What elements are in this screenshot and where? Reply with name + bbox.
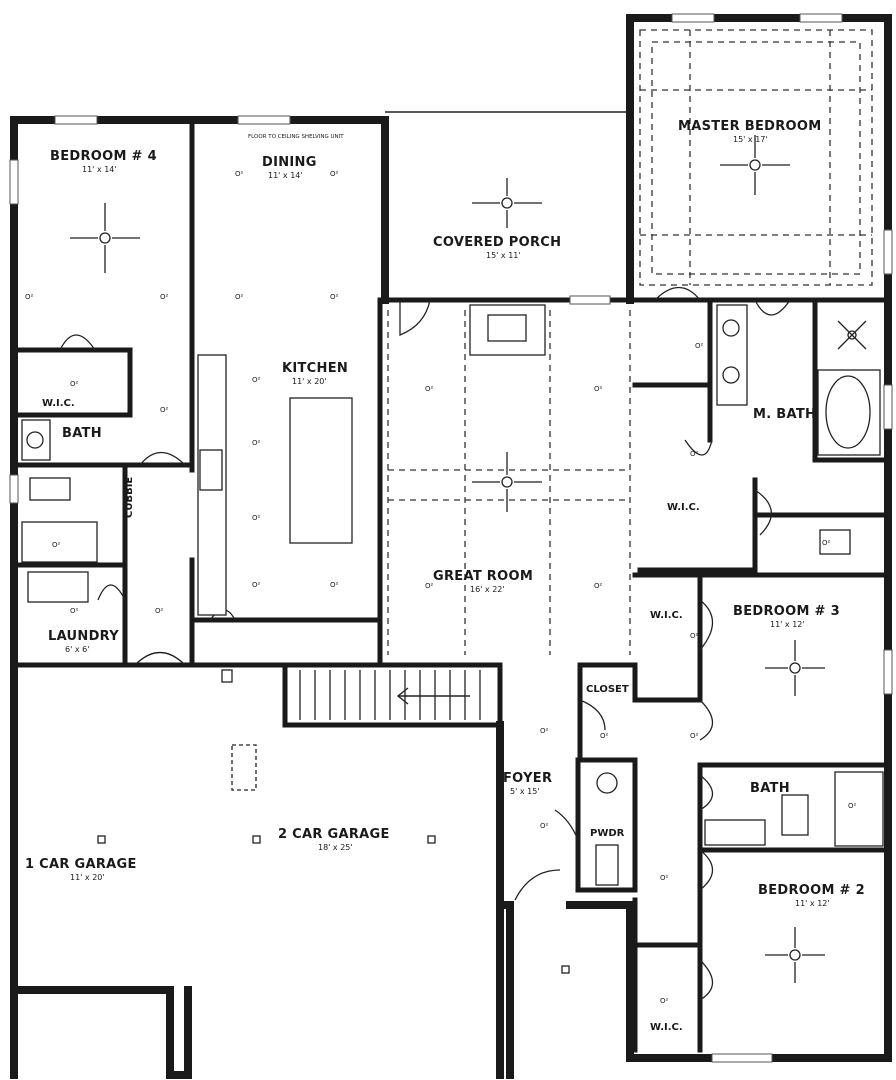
svg-text:O²: O² xyxy=(690,632,699,640)
label-great-room: GREAT ROOM xyxy=(433,569,533,584)
svg-text:O²: O² xyxy=(235,293,244,301)
svg-text:O²: O² xyxy=(660,874,669,882)
label-bedroom2: BEDROOM # 2 xyxy=(758,883,865,898)
label-cubbie: CUBBIE xyxy=(124,477,135,518)
svg-text:O²: O² xyxy=(822,539,831,547)
tub-right xyxy=(834,771,884,847)
svg-text:O²: O² xyxy=(160,406,169,414)
dims-bedroom2: 11' x 12' xyxy=(795,899,830,908)
svg-text:O²: O² xyxy=(690,450,699,458)
garage-details xyxy=(97,669,570,974)
svg-text:O²: O² xyxy=(252,376,261,384)
note-dining-shelving: FLOOR TO CEILING SHELVING UNIT xyxy=(248,134,344,140)
label-covered-porch: COVERED PORCH xyxy=(433,235,561,250)
label-kitchen: KITCHEN xyxy=(282,361,348,376)
label-wic-master: W.I.C. xyxy=(667,502,700,513)
svg-text:O²: O² xyxy=(252,581,261,589)
svg-text:O²: O² xyxy=(600,732,609,740)
svg-text:O²: O² xyxy=(330,293,339,301)
fan-icon-porch xyxy=(472,178,542,228)
fan-icon-master-bath xyxy=(837,320,867,350)
label-closet: CLOSET xyxy=(586,684,629,695)
windows xyxy=(9,13,893,1063)
dims-dining: 11' x 14' xyxy=(268,171,303,180)
stairs xyxy=(299,670,481,720)
svg-text:O²: O² xyxy=(70,380,79,388)
fan-icon-bedroom4 xyxy=(70,203,140,273)
label-wic-left: W.I.C. xyxy=(42,398,75,409)
light-markers: O² O² O² O² O² O² O² O² O² O² O² O² O² O… xyxy=(25,170,857,1005)
label-master-bedroom: MASTER BEDROOM xyxy=(678,119,821,134)
svg-text:O²: O² xyxy=(155,607,164,615)
label-foyer: FOYER xyxy=(503,771,552,786)
room-labels: BEDROOM # 4 11' x 14' FLOOR TO CEILING S… xyxy=(25,119,865,1033)
svg-text:O²: O² xyxy=(330,581,339,589)
label-bath-right: BATH xyxy=(750,781,790,796)
dims-great-room: 16' x 22' xyxy=(470,585,505,594)
kitchen-island xyxy=(289,397,353,544)
label-one-car-garage: 1 CAR GARAGE xyxy=(25,857,137,872)
ceiling-fan-icons xyxy=(70,135,867,983)
svg-text:O²: O² xyxy=(160,293,169,301)
svg-text:O²: O² xyxy=(70,607,79,615)
svg-text:O²: O² xyxy=(252,439,261,447)
label-two-car-garage: 2 CAR GARAGE xyxy=(278,827,390,842)
svg-text:O²: O² xyxy=(330,170,339,178)
fan-icon-master xyxy=(720,135,790,195)
svg-text:O²: O² xyxy=(252,514,261,522)
svg-text:O²: O² xyxy=(690,732,699,740)
svg-text:O²: O² xyxy=(848,802,857,810)
label-bath-left: BATH xyxy=(62,426,102,441)
bathtub-icon xyxy=(825,375,871,449)
dims-two-car-garage: 18' x 25' xyxy=(318,843,353,852)
doors xyxy=(59,286,791,1001)
svg-text:O²: O² xyxy=(660,997,669,1005)
label-wic-bed2: W.I.C. xyxy=(650,1022,683,1033)
label-pwdr: PWDR xyxy=(590,828,625,839)
label-bedroom4: BEDROOM # 4 xyxy=(50,149,157,164)
fan-icon-bedroom3 xyxy=(765,640,825,696)
svg-text:O²: O² xyxy=(425,385,434,393)
svg-text:O²: O² xyxy=(540,727,549,735)
master-ceiling-lines xyxy=(639,29,873,286)
svg-text:O²: O² xyxy=(235,170,244,178)
svg-text:O²: O² xyxy=(695,342,704,350)
fan-icon-great-room xyxy=(472,452,542,512)
label-laundry: LAUNDRY xyxy=(48,629,119,644)
svg-text:O²: O² xyxy=(25,293,34,301)
interior-walls xyxy=(11,117,891,1053)
svg-text:O²: O² xyxy=(52,541,61,549)
fixtures xyxy=(21,304,884,886)
great-room-ceiling-lines xyxy=(387,310,631,655)
svg-text:O²: O² xyxy=(540,822,549,830)
dims-covered-porch: 15' x 11' xyxy=(486,251,521,260)
fan-icon-bedroom2 xyxy=(765,927,825,983)
svg-text:O²: O² xyxy=(594,582,603,590)
svg-text:O²: O² xyxy=(594,385,603,393)
label-wic-bed3: W.I.C. xyxy=(650,610,683,621)
dims-bedroom4: 11' x 14' xyxy=(82,165,117,174)
label-m-bath: M. BATH xyxy=(753,407,816,422)
dims-foyer: 5' x 15' xyxy=(510,787,540,796)
dims-one-car-garage: 11' x 20' xyxy=(70,873,105,882)
dims-bedroom3: 11' x 12' xyxy=(770,620,805,629)
label-bedroom3: BEDROOM # 3 xyxy=(733,604,840,619)
dims-laundry: 6' x 6' xyxy=(65,645,89,654)
dims-master-bedroom: 15' x 17' xyxy=(733,135,768,144)
svg-text:O²: O² xyxy=(425,582,434,590)
tub-left xyxy=(21,521,98,563)
label-dining: DINING xyxy=(262,155,317,170)
dims-kitchen: 11' x 20' xyxy=(292,377,327,386)
